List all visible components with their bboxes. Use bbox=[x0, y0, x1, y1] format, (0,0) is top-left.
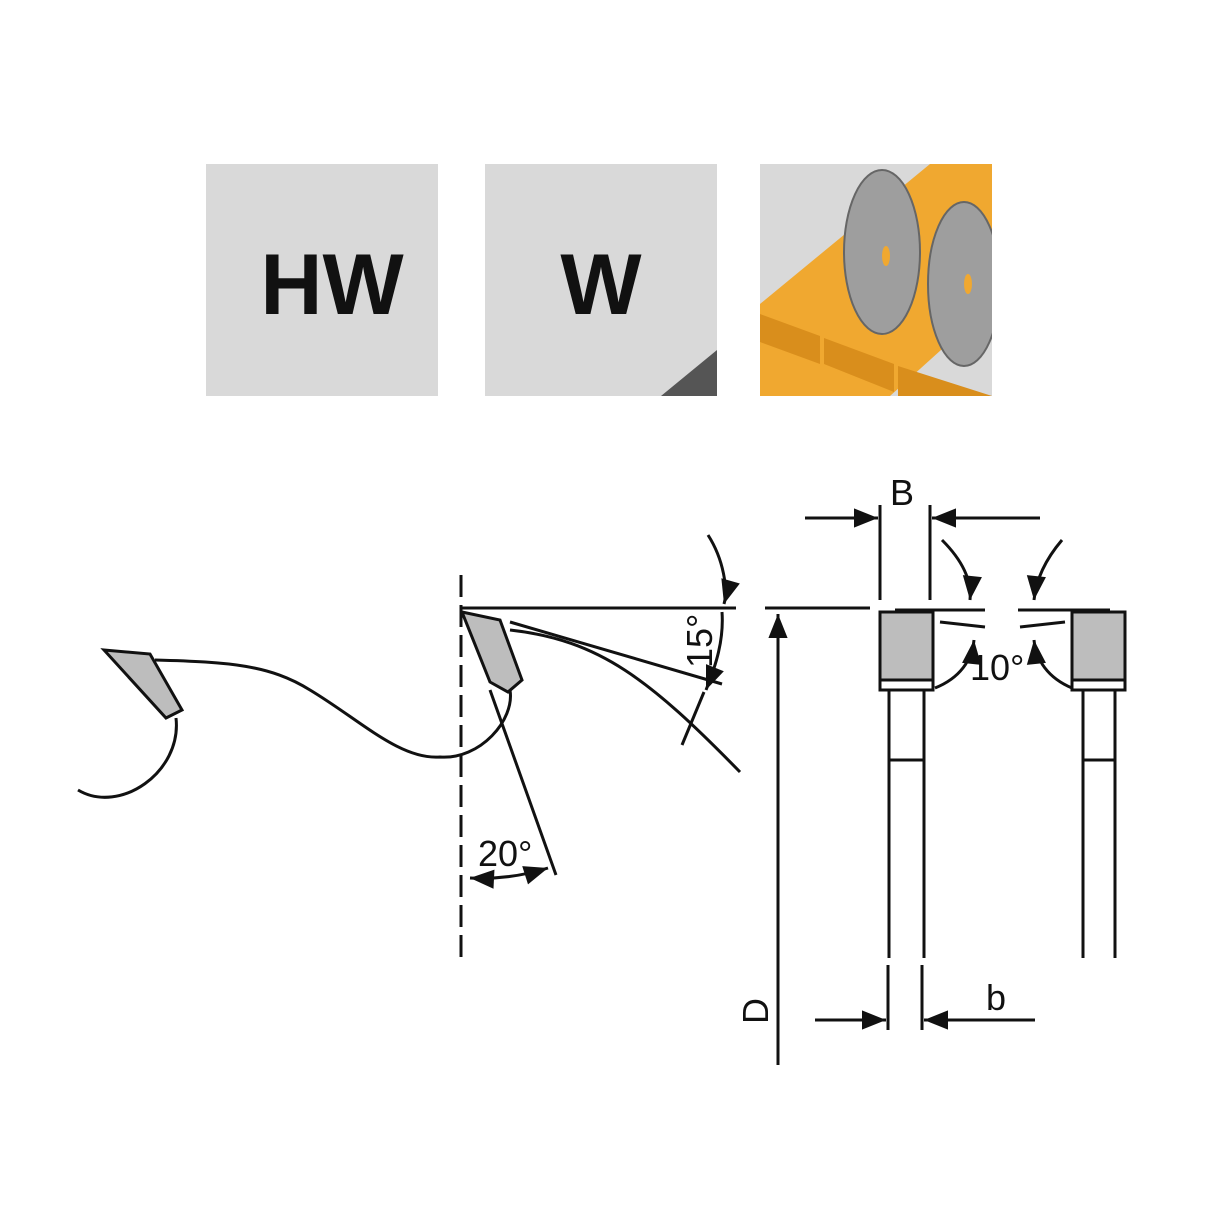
plate-thickness-label: b bbox=[986, 977, 1006, 1018]
material-hw-tile: HW bbox=[206, 164, 438, 396]
material-w-tile: W bbox=[485, 164, 717, 396]
tooth-back-curve bbox=[154, 658, 512, 759]
hw-label: HW bbox=[260, 237, 404, 333]
clearance-angle-label: 15° bbox=[679, 614, 720, 668]
tooth-section-left bbox=[878, 610, 935, 682]
diameter-label: D bbox=[735, 998, 776, 1024]
side-angle-label: 10° bbox=[970, 647, 1024, 688]
corner-triangle-icon bbox=[661, 350, 717, 396]
saw-cutting-wood-icon bbox=[760, 164, 992, 396]
tooth-section-right bbox=[1070, 610, 1127, 682]
application-icon-tile bbox=[760, 164, 992, 396]
w-label: W bbox=[560, 237, 642, 333]
kerf-width-label: B bbox=[890, 472, 914, 513]
hook-angle-label: 20° bbox=[478, 833, 532, 874]
tooth-tip-2 bbox=[459, 609, 524, 694]
gullet-curve bbox=[77, 717, 178, 799]
tooth-tip-1 bbox=[100, 648, 185, 720]
